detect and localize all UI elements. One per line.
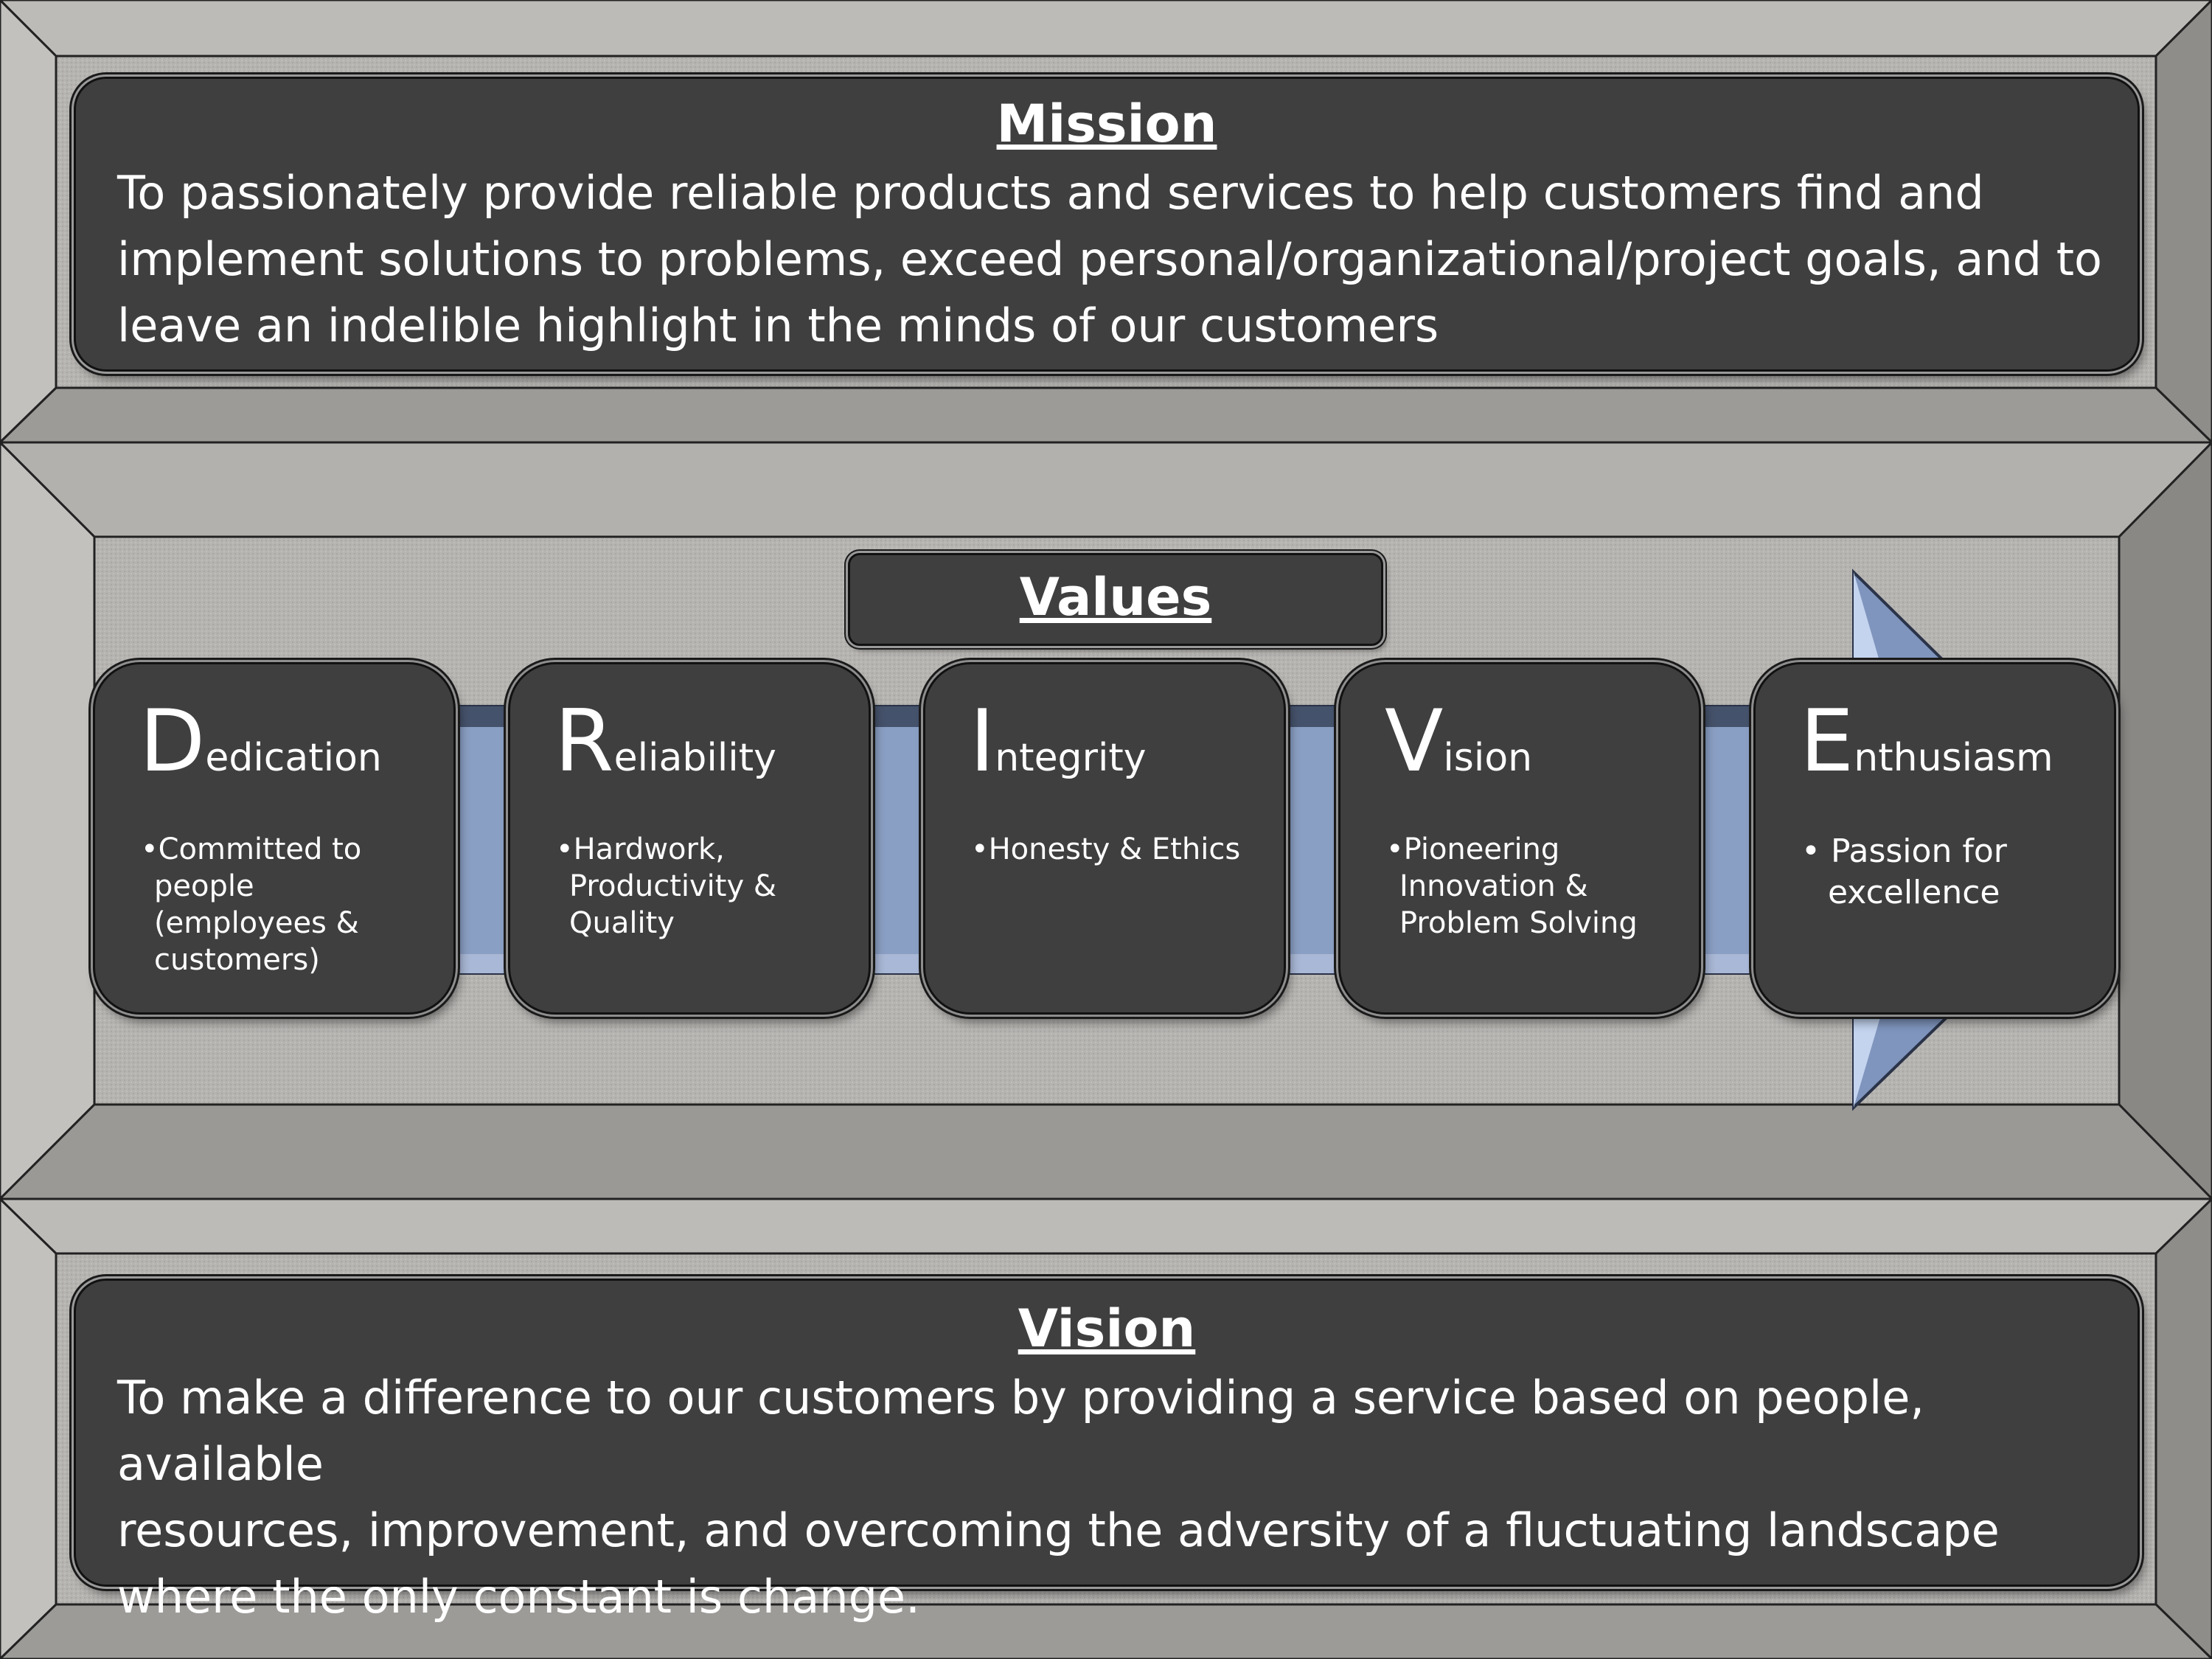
mission-line: To passionately provide reliable product… <box>117 166 1984 220</box>
value-title: Integrity <box>970 694 1147 790</box>
mission-line: leave an indelible highlight in the mind… <box>117 299 1439 352</box>
bullet-line: (employees & <box>154 906 359 940</box>
value-rest: ntegrity <box>995 736 1147 780</box>
value-rest: nthusiasm <box>1854 736 2053 780</box>
bullet-line: customers) <box>154 943 320 977</box>
value-rest: ision <box>1443 736 1533 780</box>
value-card-integrity: Integrity •Honesty & Ethics <box>923 662 1286 1015</box>
value-bullet: •Hardwork,Productivity &Quality <box>556 831 848 942</box>
value-card-enthusiasm: Enthusiasm • Passion for excellence <box>1753 662 2116 1015</box>
value-initial: V <box>1385 692 1444 791</box>
vision-card: Vision To make a difference to our custo… <box>74 1279 2140 1624</box>
value-bullet-list: •Honesty & Ethics <box>971 831 1263 868</box>
bullet-line: •Hardwork, <box>556 832 725 866</box>
value-initial: E <box>1800 692 1854 791</box>
value-initial: D <box>139 692 206 791</box>
value-rest: edication <box>205 736 382 780</box>
values-title-card: Values <box>848 553 1383 646</box>
vision-line: where the only constant is change. <box>117 1570 920 1624</box>
bullet-line: •Pioneering <box>1386 832 1560 866</box>
bullet-line: Productivity & <box>569 869 777 903</box>
value-bullet: •Honesty & Ethics <box>971 831 1263 868</box>
vision-heading: Vision <box>1018 1298 1196 1359</box>
value-title: Reliability <box>554 694 776 790</box>
bullet-line: •Committed to <box>141 832 362 866</box>
value-rest: eliability <box>613 736 776 780</box>
value-bullet: • Passion for excellence <box>1801 831 2093 914</box>
bullet-line: people <box>154 869 254 903</box>
mission-card: Mission To passionately provide reliable… <box>74 77 2140 372</box>
vision-line: To make a difference to our customers by… <box>117 1371 1925 1491</box>
bullet-line: Quality <box>569 906 675 940</box>
vision-text: To make a difference to our customers by… <box>117 1365 2108 1630</box>
value-bullet-list: • Passion for excellence <box>1801 831 2093 914</box>
value-title: Dedication <box>139 694 382 790</box>
mission-text: To passionately provide reliable product… <box>117 160 2108 359</box>
value-card-reliability: Reliability •Hardwork,Productivity &Qual… <box>508 662 871 1015</box>
bullet-line: •Honesty & Ethics <box>971 832 1241 866</box>
bullet-line: • Passion for <box>1801 832 2007 870</box>
values-heading: Values <box>1019 567 1212 627</box>
value-bullet-list: •Hardwork,Productivity &Quality <box>556 831 848 942</box>
bullet-line: Innovation & <box>1399 869 1588 903</box>
value-title: Vision <box>1385 694 1532 790</box>
bullet-line: Problem Solving <box>1399 906 1638 940</box>
mission-line: implement solutions to problems, exceed … <box>117 232 2102 286</box>
bullet-line: excellence <box>1828 874 2000 911</box>
value-initial: I <box>970 692 995 791</box>
vision-line: resources, improvement, and overcoming t… <box>117 1503 2000 1557</box>
mission-heading: Mission <box>996 94 1217 154</box>
value-initial: R <box>554 692 614 791</box>
value-title: Enthusiasm <box>1800 694 2053 790</box>
